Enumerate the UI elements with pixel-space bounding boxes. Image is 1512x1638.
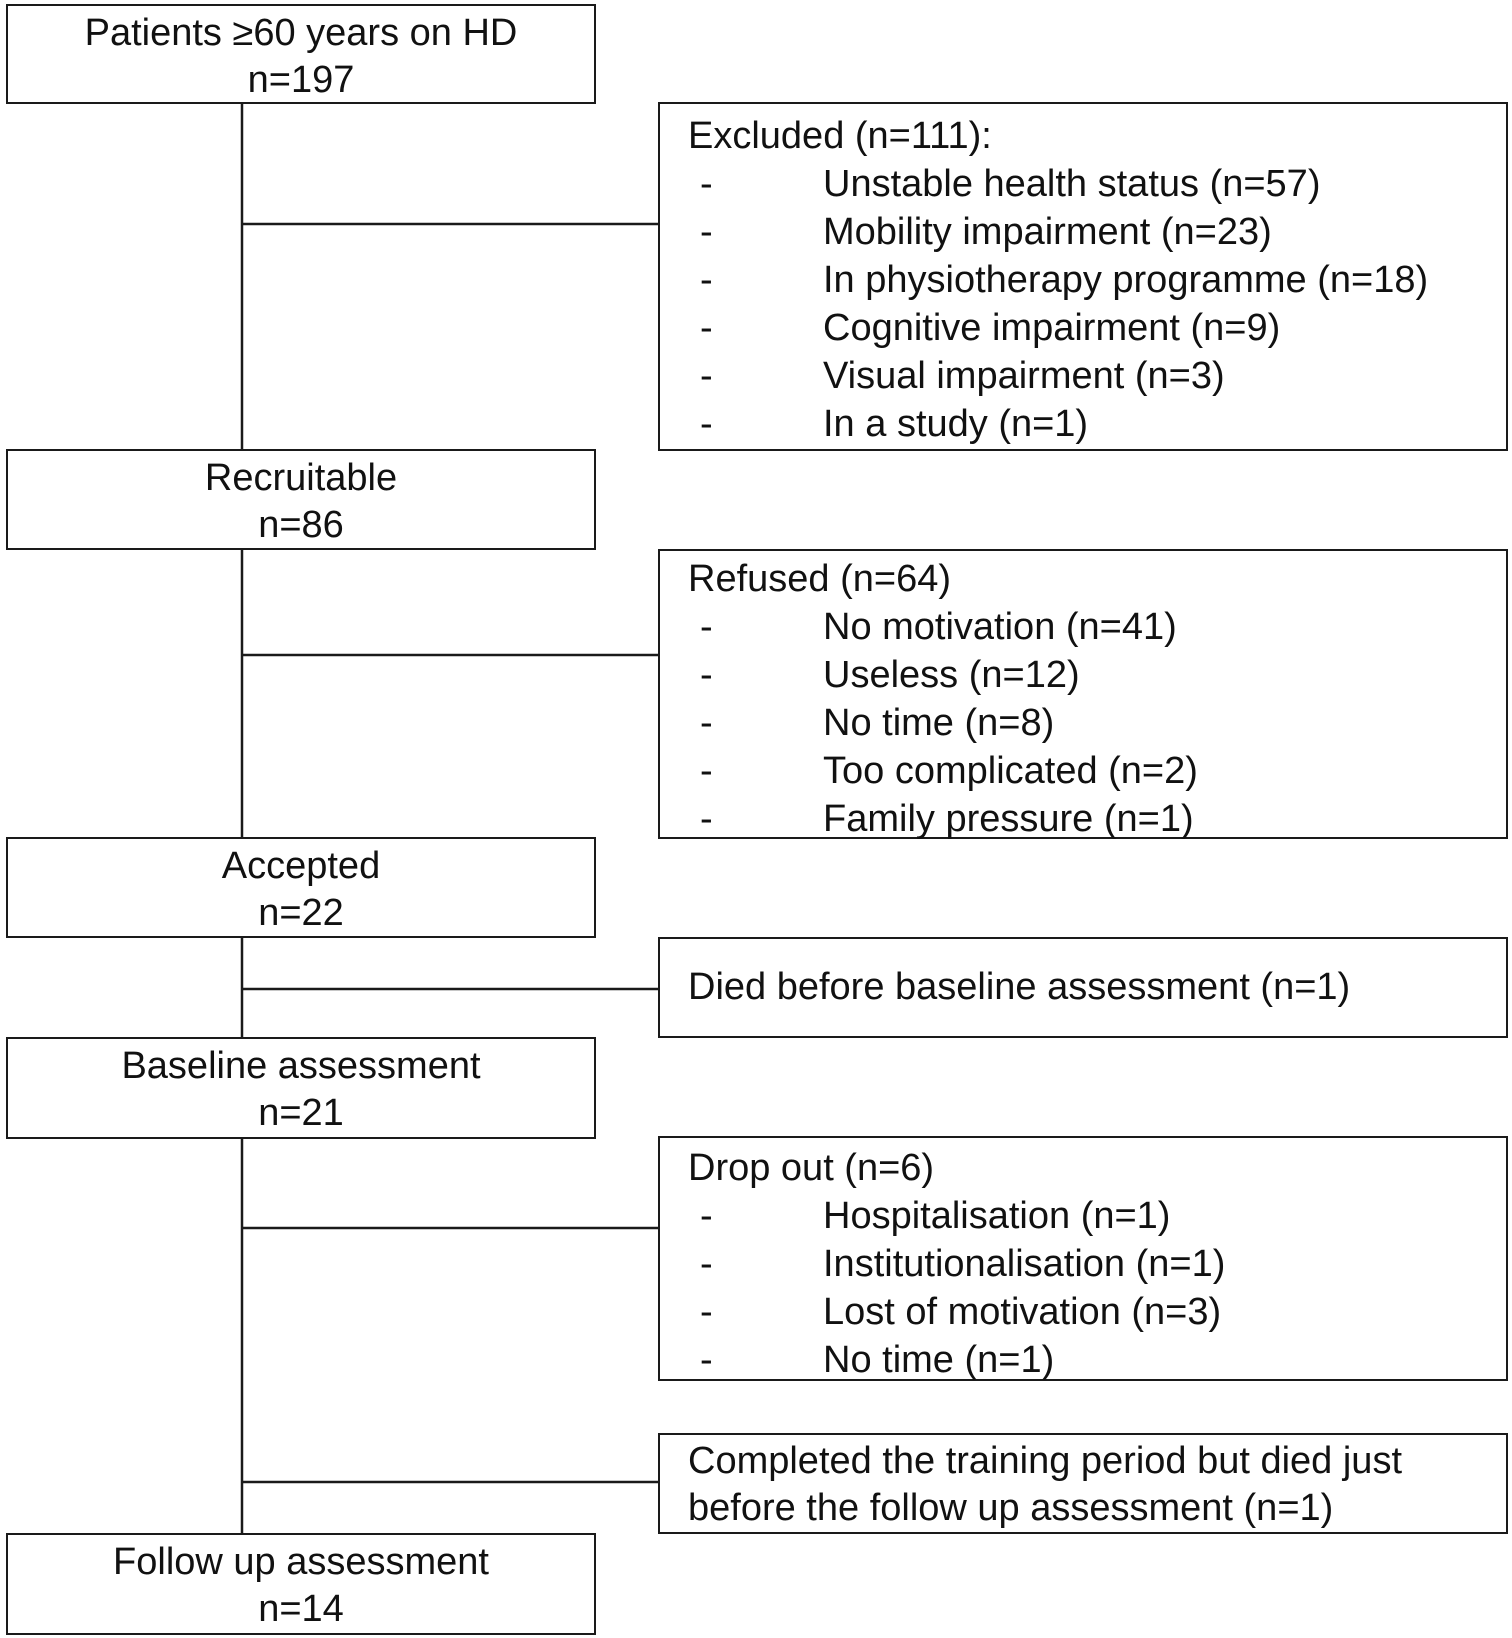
recruitable-box: Recruitable n=86 — [6, 449, 596, 550]
died-before-followup-line-2: before the follow up assessment (n=1) — [688, 1487, 1334, 1529]
recruitable-count: n=86 — [258, 504, 344, 546]
list-item: -Useless (n=12) — [700, 654, 1080, 696]
died-before-followup-line-1: Completed the training period but died j… — [688, 1440, 1403, 1482]
dropout-title: Drop out (n=6) — [688, 1147, 935, 1189]
excluded-title: Excluded (n=111): — [688, 115, 992, 157]
refused-title: Refused (n=64) — [688, 558, 951, 600]
list-item: -Unstable health status (n=57) — [700, 163, 1321, 205]
followup-title: Follow up assessment — [113, 1541, 489, 1583]
followup-count: n=14 — [258, 1588, 344, 1630]
list-item: -In physiotherapy programme (n=18) — [700, 259, 1429, 301]
accepted-count: n=22 — [258, 892, 344, 934]
list-item: -Mobility impairment (n=23) — [700, 211, 1272, 253]
list-item: -In a study (n=1) — [700, 403, 1089, 445]
list-item: -Lost of motivation (n=3) — [700, 1291, 1222, 1333]
list-item: -Institutionalisation (n=1) — [700, 1243, 1226, 1285]
died-before-baseline-box: Died before baseline assessment (n=1) — [658, 937, 1508, 1038]
list-item: -Too complicated (n=2) — [700, 750, 1198, 792]
died-before-followup-box: Completed the training period but died j… — [658, 1433, 1508, 1534]
accepted-box: Accepted n=22 — [6, 837, 596, 938]
patients-box: Patients ≥60 years on HD n=197 — [6, 4, 596, 104]
list-item: -Family pressure (n=1) — [700, 798, 1194, 840]
list-item: -Cognitive impairment (n=9) — [700, 307, 1281, 349]
refused-box: Refused (n=64) -No motivation (n=41) -Us… — [658, 549, 1508, 840]
excluded-box: Excluded (n=111): -Unstable health statu… — [658, 102, 1508, 451]
baseline-count: n=21 — [258, 1092, 344, 1134]
accepted-title: Accepted — [221, 845, 381, 887]
list-item: -No motivation (n=41) — [700, 606, 1177, 648]
baseline-box: Baseline assessment n=21 — [6, 1037, 596, 1139]
list-item: -Visual impairment (n=3) — [700, 355, 1225, 397]
dropout-list: -Hospitalisation (n=1) -Institutionalisa… — [688, 1192, 1506, 1384]
baseline-title: Baseline assessment — [121, 1045, 481, 1087]
followup-box: Follow up assessment n=14 — [6, 1533, 596, 1635]
refused-list: -No motivation (n=41) -Useless (n=12) -N… — [688, 603, 1506, 843]
list-item: -No time (n=8) — [700, 702, 1055, 744]
died-before-baseline-text: Died before baseline assessment (n=1) — [688, 966, 1351, 1008]
dropout-box: Drop out (n=6) -Hospitalisation (n=1) -I… — [658, 1136, 1508, 1381]
patients-count: n=197 — [247, 59, 355, 101]
recruitable-title: Recruitable — [204, 457, 398, 499]
excluded-list: -Unstable health status (n=57) -Mobility… — [688, 160, 1506, 448]
list-item: -Hospitalisation (n=1) — [700, 1195, 1171, 1237]
patients-title: Patients ≥60 years on HD — [84, 12, 518, 54]
list-item: -No time (n=1) — [700, 1339, 1055, 1381]
